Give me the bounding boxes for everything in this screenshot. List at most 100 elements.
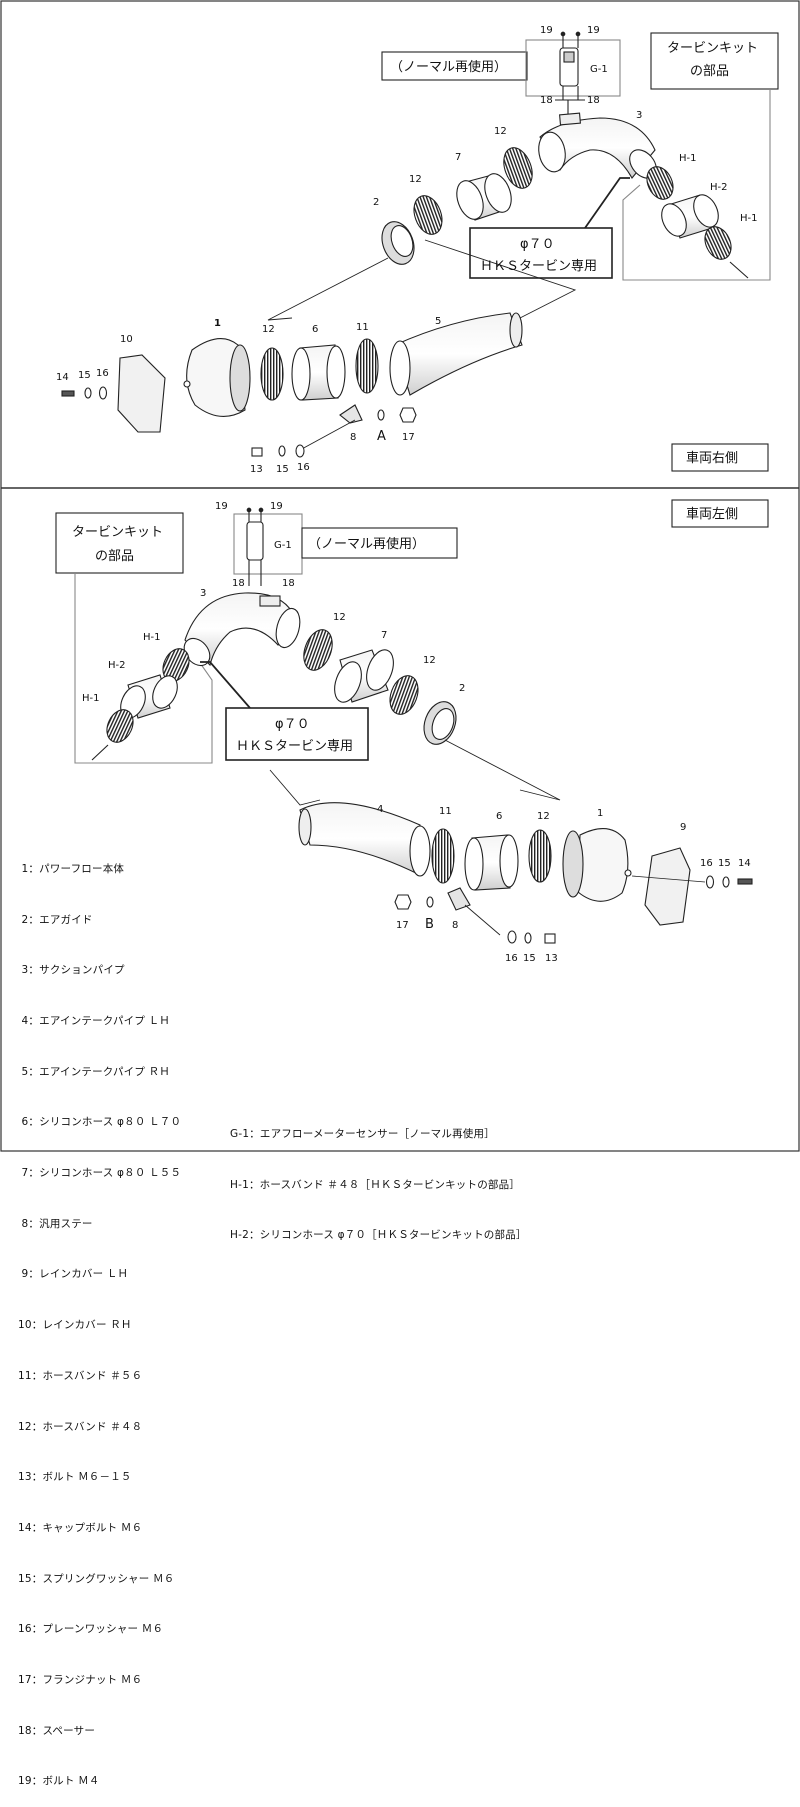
legend-item: 10：レインカバー ＲＨ	[18, 1319, 132, 1332]
legend-item: 19：ボルト Ｍ４	[18, 1775, 100, 1788]
rain-cover-9	[644, 847, 691, 926]
normal-reuse-text-bottom: （ノーマル再使用）	[308, 536, 425, 552]
part-num: 9	[680, 822, 686, 833]
legend-item: 9：レインカバー ＬＨ	[18, 1268, 129, 1281]
part-num: 4	[377, 804, 383, 815]
part-num: 7	[455, 152, 461, 163]
h2-label: H-2	[710, 182, 728, 193]
spring-washer-15-bottom	[722, 876, 730, 888]
part-num: 15	[276, 464, 289, 475]
h2-label-bottom: H-2	[108, 660, 126, 671]
phi70-callout-box-bottom	[225, 707, 369, 761]
h1-label-bottom: H-1	[740, 213, 758, 224]
side-label-box-right	[671, 443, 769, 472]
bolt-13-bottom	[544, 933, 556, 944]
part-num: 12	[494, 126, 507, 137]
part-num: 14	[56, 372, 69, 383]
part-num: 18	[282, 578, 295, 589]
hose-band-h1-lower	[704, 226, 732, 260]
bolt-13	[251, 447, 263, 457]
hose-band-12-upper	[503, 147, 533, 189]
legend-item: 6：シリコンホース φ８０ Ｌ７０	[18, 1116, 182, 1129]
part-num: 10	[120, 334, 133, 345]
bottom-section	[55, 499, 769, 944]
part-num: 17	[402, 432, 415, 443]
top-labels: （ノーマル再使用） タービンキット の部品 φ７０ ＨＫＳタービン専用 G-1 …	[56, 25, 758, 475]
g1-box	[525, 39, 621, 97]
part-num: 15	[523, 953, 536, 964]
legend-item: 17：フランジナット Ｍ６	[18, 1674, 143, 1687]
part-num: 16	[96, 368, 109, 379]
part-num: 2	[459, 683, 465, 694]
legend-extra-item: H-2：シリコンホース φ７０［ＨＫＳタービンキットの部品］	[230, 1229, 527, 1242]
part-num: 3	[200, 588, 206, 599]
phi70-callout-box	[469, 227, 613, 279]
part-num: 1	[597, 808, 603, 819]
cap-bolt-14	[61, 390, 75, 397]
hose-band-11	[355, 338, 379, 394]
flange-nut-17	[399, 407, 417, 423]
power-flow-body-1	[186, 338, 246, 417]
legend-item: 18：スペーサー	[18, 1724, 96, 1737]
cap-bolt-14-bottom	[737, 878, 753, 885]
part-num: 6	[312, 324, 318, 335]
part-num: 13	[545, 953, 558, 964]
part-num: 19	[215, 501, 228, 512]
part-num: 5	[435, 316, 441, 327]
hose-band-11-bottom	[431, 828, 455, 884]
g1-box-bottom	[233, 513, 303, 575]
rain-cover-10	[117, 354, 166, 433]
parts-diagram: （ノーマル再使用） タービンキット の部品 φ７０ ＨＫＳタービン専用 G-1 …	[0, 0, 800, 1152]
callout-text-2-bottom: ＨＫＳタービン専用	[236, 739, 353, 754]
turbine-kit-text-2: の部品	[690, 64, 729, 79]
side-label-right: 車両右側	[686, 451, 738, 466]
part-num: 8	[452, 920, 458, 931]
legend-item: 16：プレーンワッシャー Ｍ６	[18, 1623, 164, 1636]
part-num: 7	[381, 630, 387, 641]
intake-pipe-5	[394, 312, 523, 396]
top-section	[61, 31, 779, 472]
legend-item: 4：エアインテークパイプ ＬＨ	[18, 1014, 171, 1027]
stay-8	[339, 404, 363, 424]
callout-text-1: φ７０	[520, 237, 555, 252]
legend-item: 15：スプリングワッシャー Ｍ６	[18, 1572, 175, 1585]
legend-extra-item: G-1：エアフローメーターセンサー［ノーマル再使用］	[230, 1127, 495, 1140]
part-num: 16	[297, 462, 310, 473]
part-num: 17	[396, 920, 409, 931]
hose-band-12-bottom-mid	[528, 829, 552, 883]
a-label: A	[377, 429, 386, 444]
hose-band-h1-upper	[646, 166, 674, 200]
part-num: 11	[439, 806, 452, 817]
airflow-sensor-bottom	[246, 521, 264, 561]
part-num: 19	[270, 501, 283, 512]
part-num: 15	[78, 370, 91, 381]
g1-label-bottom: G-1	[274, 540, 292, 551]
parts-legend-extra: G-1：エアフローメーターセンサー［ノーマル再使用］ H-1：ホースバンド ＃４…	[230, 1092, 527, 1261]
normal-reuse-text: （ノーマル再使用）	[390, 59, 507, 75]
power-flow-body-1-bottom	[577, 828, 629, 902]
g1-label: G-1	[590, 64, 608, 75]
normal-reuse-box	[381, 51, 528, 81]
part-num: 12	[409, 174, 422, 185]
part-num: 19	[587, 25, 600, 36]
normal-reuse-box-bottom	[301, 527, 458, 559]
part-num: 18	[540, 95, 553, 106]
part-num: 19	[540, 25, 553, 36]
legend-item: 8：汎用ステー	[18, 1217, 93, 1230]
side-label-left: 車両左側	[686, 507, 738, 522]
legend-item: 12：ホースバンド ＃４８	[18, 1420, 143, 1433]
hose-band-12-bottom-upper	[303, 629, 333, 671]
legend-extra-item: H-1：ホースバンド ＃４８［ＨＫＳタービンキットの部品］	[230, 1178, 521, 1191]
turbine-kit-box	[650, 32, 779, 90]
part-num: 16	[505, 953, 518, 964]
callout-text-2: ＨＫＳタービン専用	[480, 259, 597, 274]
part-num: 12	[333, 612, 346, 623]
turbine-kit-text-1-bottom: タービンキット	[72, 525, 163, 540]
turbine-kit-text-2-bottom: の部品	[95, 549, 134, 564]
legend-item: 14：キャップボルト Ｍ６	[18, 1521, 143, 1534]
part-num: 3	[636, 110, 642, 121]
part-num: 2	[373, 197, 379, 208]
page-frame	[0, 0, 800, 1152]
part-num: 14	[738, 858, 751, 869]
